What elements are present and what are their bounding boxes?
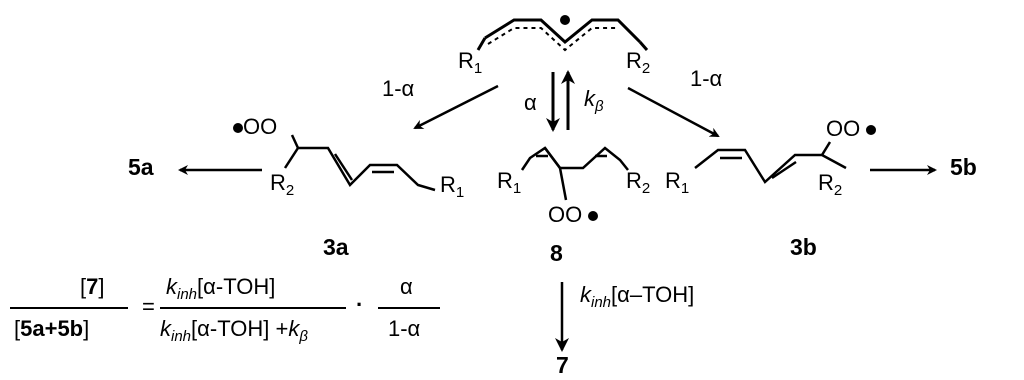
structure-3a xyxy=(283,134,436,192)
eq-lhs-fraction-bar xyxy=(10,307,128,309)
radical-dot-3b xyxy=(866,125,877,136)
r1-label-top: R1 xyxy=(458,48,483,78)
arrow-to-3b xyxy=(627,86,720,138)
eq-frac1-denominator: kinh[α-TOH] +kβ xyxy=(160,316,308,346)
label-8: 8 xyxy=(550,240,563,266)
label-kinh-arrow: kinh[α–TOH] xyxy=(580,282,695,312)
label-5b: 5b xyxy=(950,154,977,180)
oo-radical-8: OO xyxy=(548,204,599,226)
label-3b: 3b xyxy=(790,234,817,260)
r1-label-3a: R1 xyxy=(440,172,465,202)
eq-equals: = xyxy=(142,294,155,319)
label-7: 7 xyxy=(556,352,569,378)
eq-frac2-numerator: α xyxy=(400,274,413,299)
structure-3b xyxy=(694,141,847,184)
r1-label-8: R1 xyxy=(497,168,522,198)
eq-lhs-denominator: [5a+5b] xyxy=(14,316,90,341)
label-alpha: α xyxy=(524,90,537,115)
eq-frac1-numerator: kinh[α-TOH] xyxy=(166,274,276,304)
radical-dot-8 xyxy=(588,211,599,222)
radical-dot-top xyxy=(560,15,570,25)
label-5a: 5a xyxy=(128,154,154,180)
r2-label-3b: R2 xyxy=(818,170,843,200)
label-3a: 3a xyxy=(323,234,349,260)
eq-dot: · xyxy=(356,292,364,317)
r2-label-top: R2 xyxy=(626,48,651,78)
pentadienyl-radical-structure xyxy=(476,18,649,52)
oo-radical-3a: OO xyxy=(233,116,277,138)
radical-dot-3a xyxy=(233,123,243,134)
eq-frac1-bar xyxy=(160,307,346,309)
label-1-alpha-right: 1-α xyxy=(690,66,723,91)
r1-label-3b: R1 xyxy=(665,168,690,198)
label-1-alpha-left: 1-α xyxy=(382,76,415,101)
structure-8 xyxy=(520,146,629,201)
eq-frac2-bar xyxy=(378,307,440,309)
arrow-to-3a xyxy=(413,84,499,130)
oo-radical-3b: OO xyxy=(826,118,877,140)
r2-label-8: R2 xyxy=(626,168,651,198)
eq-frac2-denominator: 1-α xyxy=(388,316,421,341)
r2-label-3a: R2 xyxy=(270,170,295,200)
eq-lhs-numerator: [7] xyxy=(80,274,105,299)
label-k-beta: kβ xyxy=(584,86,604,116)
